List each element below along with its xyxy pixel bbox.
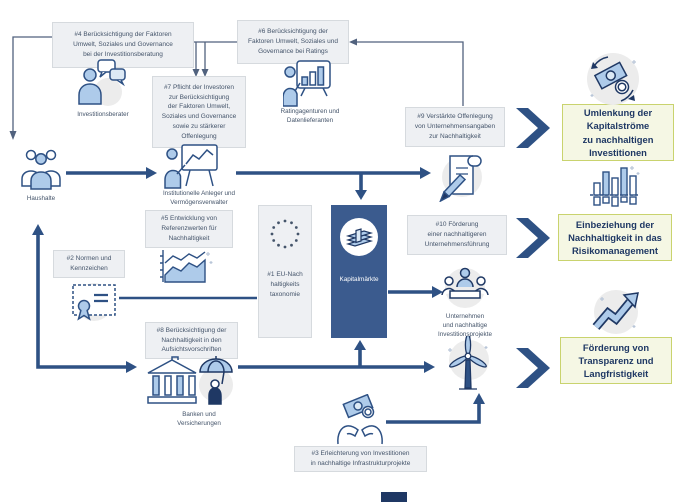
measure-3-box: #3 Erleichterung von Investitionen in na…: [294, 446, 427, 472]
capital-markets-label: Kapitalmärkte: [339, 276, 379, 283]
hands-money-icon: [337, 394, 383, 445]
households-label: Haushalte: [26, 195, 56, 202]
advisor-chat-icon: [78, 59, 126, 106]
arrow-hands-to-turbine: [386, 403, 481, 424]
certificate-icon: [72, 283, 116, 321]
eu-taxonomy-label: #1 EU-Nach haltigkeits taxonomie: [267, 271, 303, 298]
insurance-umbrella-icon: [199, 356, 233, 405]
measure-9-box: #9 Verstärkte Offenlegung von Unternehme…: [405, 107, 505, 147]
thick-connectors: [36, 171, 481, 424]
measure-4-box: #4 Berücksichtigung der Faktoren Umwelt,…: [52, 22, 194, 68]
thick-arrowheads: [32, 167, 485, 404]
investors-presentation-icon: [164, 144, 218, 189]
households-people-icon: [21, 149, 61, 190]
institutional-investors-label: Institutionelle Anleger und Vermögensver…: [162, 190, 236, 207]
thin-arrowheads: [9, 38, 357, 140]
eu-stars-icon: [270, 219, 300, 249]
bar-chart-icon: [590, 166, 640, 207]
measure-6-box: #6 Berücksichtigung der Faktoren Umwelt,…: [237, 20, 349, 64]
companies-meeting-icon: [441, 267, 489, 308]
companies-label: Unternehmen und nachhaltige Investitions…: [438, 313, 492, 339]
outcome-1-box: Umlenkung der Kapitalströme zu nachhalti…: [562, 104, 674, 161]
money-stack-icon: [340, 218, 378, 256]
eu-taxonomy-box: [258, 205, 312, 338]
chevron-to-outcome-2: [516, 218, 550, 258]
disclosure-contract-icon: [439, 155, 482, 202]
chevrons: [516, 108, 550, 388]
outcome-2-box: Einbeziehung der Nachhaltigkeit in das R…: [558, 214, 672, 261]
measure-7-box: #7 Pflicht der Investoren zur Berücksich…: [152, 76, 246, 148]
measure-10-box: #10 Förderung einer nachhaltigeren Unter…: [407, 215, 507, 255]
arrow-elbow-households-banks: [36, 233, 126, 369]
outcome-3-box: Förderung von Transparenz und Langfristi…: [560, 337, 672, 384]
line-m9-to-m6: [353, 41, 464, 106]
measure-8-box: #8 Berücksichtigung der Nachhaltigkeit i…: [145, 322, 238, 359]
transparency-trend-icon: [592, 290, 639, 334]
bank-icon: [147, 356, 197, 404]
chevron-to-outcome-3: [516, 348, 550, 388]
line-m4-to-households: [12, 36, 52, 132]
rating-agencies-label: Ratingagenturen und Datenlieferanten: [280, 108, 340, 125]
chevron-to-outcome-1: [516, 108, 550, 148]
wind-turbine-icon: [448, 336, 489, 390]
benchmark-line-chart-icon: [160, 250, 213, 283]
measure-5-box: #5 Entwicklung von Referenzwerten für Na…: [145, 210, 233, 248]
capital-flows-money-icon: [587, 53, 639, 105]
banks-insurers-label: Banken und Versicherungen: [177, 411, 221, 428]
bottom-logo-box: [381, 492, 407, 502]
measure-2-box: #2 Normen und Kennzeichen: [53, 250, 125, 278]
investment-advisors-label: Investitionsberater: [77, 111, 129, 118]
thin-connectors: [12, 36, 464, 132]
rating-agencies-chart-icon: [283, 60, 331, 107]
